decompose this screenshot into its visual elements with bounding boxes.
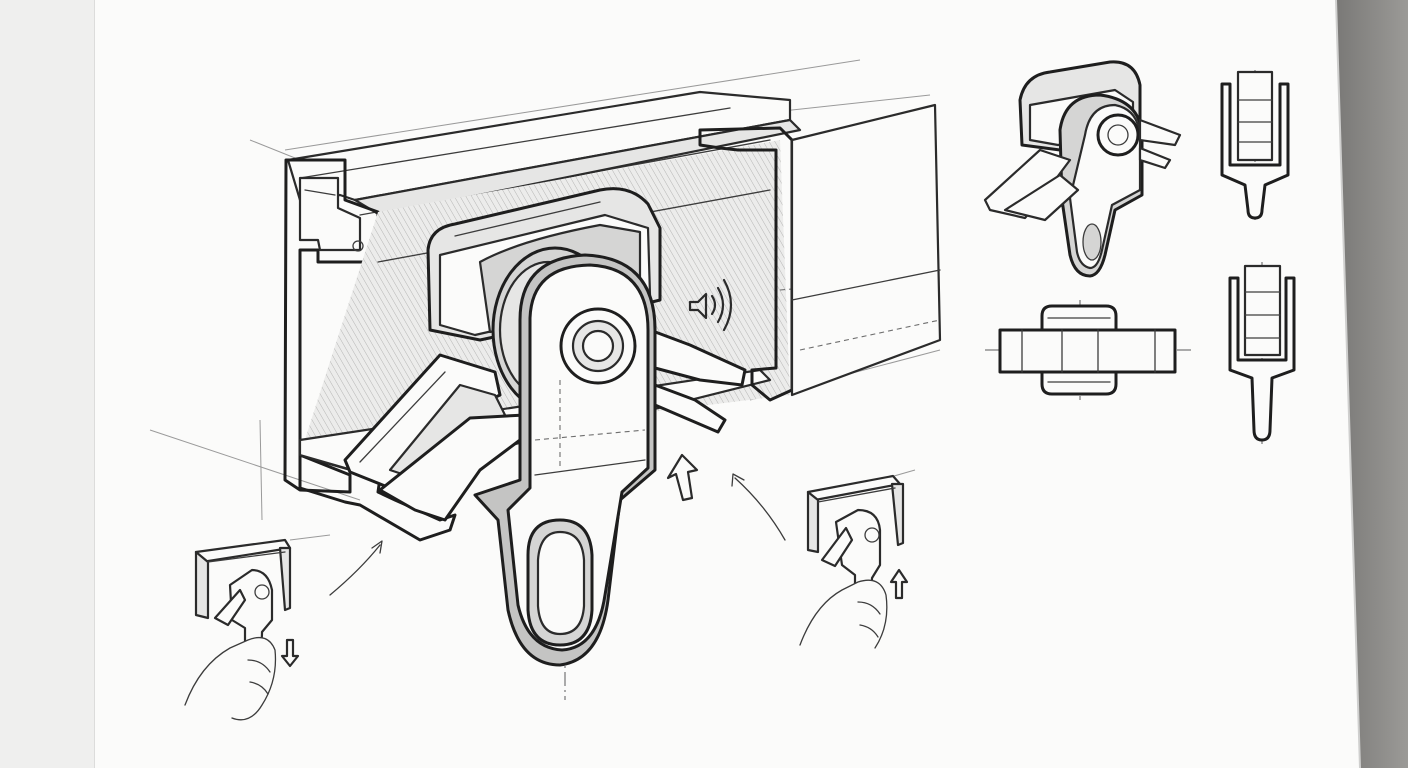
left-page-edge — [0, 0, 95, 768]
push-up-arrow — [889, 568, 909, 600]
rail-bottom-flange — [298, 453, 457, 542]
spring-clip-left — [343, 353, 527, 522]
axle-hub — [559, 307, 637, 385]
main-rail-assembly — [149, 59, 942, 700]
inset-insertion-step — [799, 469, 916, 649]
pull-down-arrow — [280, 638, 300, 668]
detail-isometric-carrier — [983, 60, 1182, 278]
detail-side-view — [1228, 262, 1296, 445]
detail-front-view — [1220, 70, 1290, 220]
insert-up-arrow — [666, 453, 699, 502]
sound-wave-icon — [688, 278, 733, 332]
hand-left — [184, 636, 277, 721]
detail-top-view — [985, 300, 1192, 400]
inset-removal-step — [184, 534, 331, 721]
hand-right — [799, 579, 888, 649]
hanger-eyelet — [526, 518, 594, 647]
